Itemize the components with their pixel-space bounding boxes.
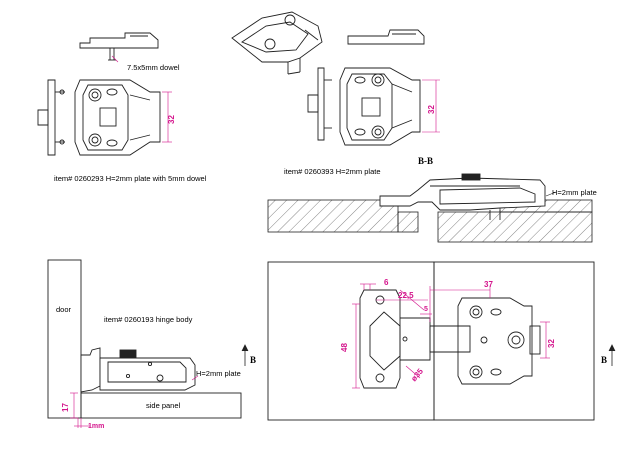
dimension-lines-bottom-right — [352, 283, 550, 389]
section-title-bb: B-B — [418, 156, 434, 166]
plate-isometric-view — [231, 11, 323, 75]
side-panel-label: side panel — [146, 401, 181, 410]
dim-32-top-left: 32 — [167, 115, 176, 124]
section-bb-panels — [267, 199, 593, 243]
section-bb-hinge — [379, 173, 546, 220]
plate-front-view — [339, 67, 421, 146]
dimension-lines-bottom-left — [70, 375, 199, 428]
top-view-frame — [267, 261, 595, 421]
caption-hinge-body: item# 0260193 hinge body — [104, 315, 193, 324]
plate-edge-view — [307, 67, 332, 141]
section-bb-leader — [545, 191, 557, 197]
installed-hinge-body — [80, 347, 196, 393]
top-view-arm-and-plate — [429, 297, 541, 385]
dim-32-top-right: 32 — [427, 105, 436, 114]
section-marker-right: B — [601, 355, 608, 365]
caption-plate: item# 0260393 H=2mm plate — [284, 167, 381, 176]
dimension-lines-top-right — [422, 79, 440, 133]
section-arrow-bottom-right — [608, 344, 616, 366]
dim-32-bottom-right: 32 — [547, 339, 556, 348]
hinge-plate-note: H=2mm plate — [196, 369, 241, 378]
dim-5: 5 — [424, 306, 428, 313]
door-and-panel — [47, 259, 242, 419]
dim-1mm: 1mm — [88, 423, 105, 430]
dim-6: 6 — [384, 278, 389, 287]
section-arrow-bottom-left — [241, 344, 249, 366]
dim-48: 48 — [340, 343, 349, 352]
plate-with-dowel-front-view — [37, 79, 161, 156]
dim-22-5: 22,5 — [398, 291, 414, 300]
plate-with-dowel-side-view — [79, 32, 159, 61]
caption-plate-with-dowel: item# 0260293 H=2mm plate with 5mm dowel — [54, 174, 207, 183]
dim-37: 37 — [484, 280, 493, 289]
section-plate-note: H=2mm plate — [552, 188, 597, 197]
door-label: door — [56, 305, 72, 314]
section-marker-left: B — [250, 355, 257, 365]
dowel-note: 7.5x5mm dowel — [127, 63, 180, 72]
dim-17: 17 — [61, 403, 70, 412]
plate-side-view — [347, 29, 425, 45]
dimension-lines-top-left — [111, 55, 172, 143]
